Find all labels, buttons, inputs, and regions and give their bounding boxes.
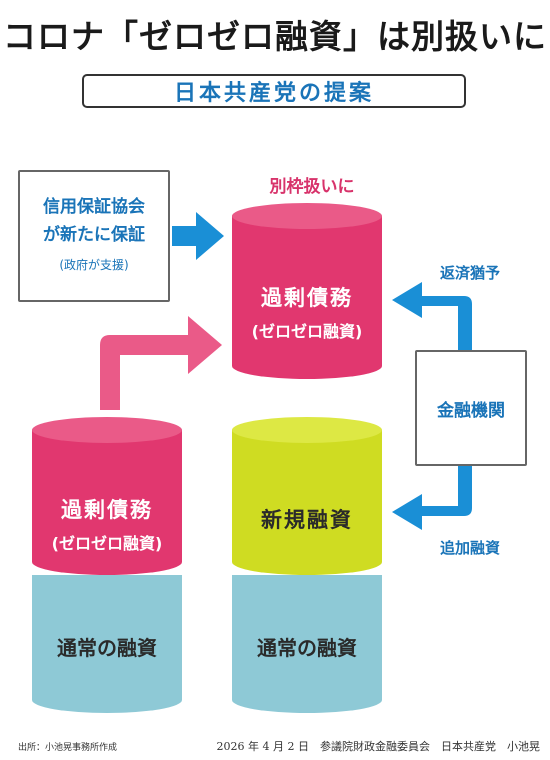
additional-loan-label: 追加融資 [440, 539, 501, 557]
top-cylinder [232, 203, 382, 379]
guarantee-line2: が新たに保証 [43, 225, 145, 245]
guarantee-box: 信用保証協会 が新たに保証 (政府が支援) [18, 170, 170, 302]
repayment-grace-label: 返済猶予 [440, 264, 501, 282]
move-arrow [100, 316, 222, 410]
footer-source: 出所：小池晃事務所作成 [18, 743, 118, 753]
left-cylinder-normal-loan-label: 通常の融資 [57, 636, 157, 660]
top-cylinder-label: 過剰債務 [261, 286, 353, 310]
right-cylinder-bottom [232, 575, 382, 713]
additional-loan-arrow [392, 466, 472, 530]
separate-treatment-label: 別枠扱いに [269, 177, 355, 197]
footer-meta: 2026 年 4 月 2 日 参議院財政金融委員会 日本共産党 小池晃 [216, 740, 540, 753]
left-cylinder-debt-sublabel: (ゼロゼロ融資) [51, 534, 163, 553]
left-cylinder-bottom [32, 575, 182, 713]
top-cylinder-sublabel: (ゼロゼロ融資) [251, 322, 363, 341]
subtitle: 日本共産党の提案 [173, 81, 374, 106]
left-cylinder-top [32, 417, 182, 575]
guarantee-line1: 信用保証協会 [43, 197, 145, 217]
guarantee-note: (政府が支援) [59, 258, 129, 272]
bank-box: 金融機関 [415, 350, 527, 466]
left-cylinder-debt-label: 過剰債務 [61, 498, 153, 522]
right-cylinder-normal-loan-label: 通常の融資 [257, 636, 357, 660]
repayment-grace-arrow [392, 282, 472, 350]
right-cylinder-top [232, 417, 382, 575]
guarantee-arrow [172, 212, 224, 260]
page-title: コロナ「ゼロゼロ融資」は別扱いに [3, 17, 547, 56]
subtitle-box: 日本共産党の提案 [82, 74, 466, 108]
right-cylinder-new-loan-label: 新規融資 [261, 508, 353, 532]
bank-label: 金融機関 [437, 400, 505, 421]
